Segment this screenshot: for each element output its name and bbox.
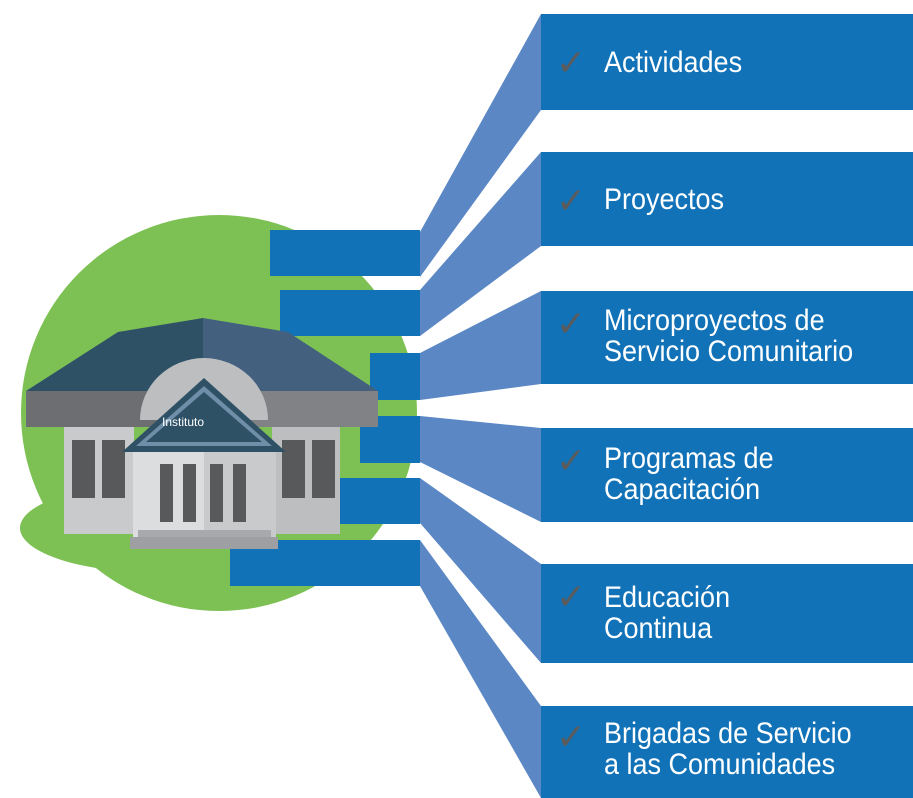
checkmark-icon: ✓ (556, 717, 587, 758)
checkmark-icon: ✓ (556, 577, 587, 618)
item-label: Brigadas de Servicio a las Comunidades (604, 717, 852, 781)
connector-fan-6 (420, 540, 541, 798)
roof-right (203, 318, 378, 391)
item-box-continuing-education: ✓ Educación Continua (541, 564, 913, 663)
connector-fan-4 (420, 416, 541, 522)
window-1 (72, 440, 95, 498)
connector-stub-1 (270, 230, 420, 276)
item-box-projects: ✓ Proyectos (541, 152, 913, 246)
connector-stub-3 (370, 353, 420, 400)
item-label: Educación Continua (604, 581, 731, 645)
item-label: Actividades (604, 46, 743, 79)
institute-sign-label: Instituto (162, 415, 205, 429)
checkmark-icon: ✓ (556, 43, 587, 84)
steps-top (138, 530, 271, 537)
roof-left (26, 318, 203, 391)
checkmark-icon: ✓ (556, 181, 587, 222)
checkmark-icon: ✓ (556, 304, 587, 345)
connector-fan-3 (420, 291, 541, 400)
item-label: Proyectos (604, 183, 725, 216)
window-3 (282, 440, 305, 498)
column-3 (210, 464, 223, 522)
item-box-service-brigades: ✓ Brigadas de Servicio a las Comunidades (541, 706, 913, 798)
building-icon (26, 318, 378, 549)
checkmark-icon: ✓ (556, 441, 587, 482)
connector-fan-1 (420, 14, 541, 277)
connector-stub-2 (280, 290, 420, 336)
steps-bottom (130, 537, 278, 549)
window-4 (312, 440, 335, 498)
pediment-face (146, 392, 262, 442)
connector-stub-5 (330, 478, 420, 524)
item-box-activities: ✓ Actividades (541, 14, 913, 110)
item-label: Programas de Capacitación (604, 442, 774, 506)
connector-fan-2 (420, 152, 541, 336)
item-box-microprojects: ✓ Microproyectos de Servicio Comunitario (541, 291, 913, 384)
item-box-training: ✓ Programas de Capacitación (541, 428, 913, 522)
column-4 (233, 464, 246, 522)
window-2 (102, 440, 125, 498)
item-label: Microproyectos de Servicio Comunitario (604, 304, 854, 368)
column-2 (183, 464, 196, 522)
column-1 (160, 464, 173, 522)
connector-fan-5 (420, 478, 541, 663)
